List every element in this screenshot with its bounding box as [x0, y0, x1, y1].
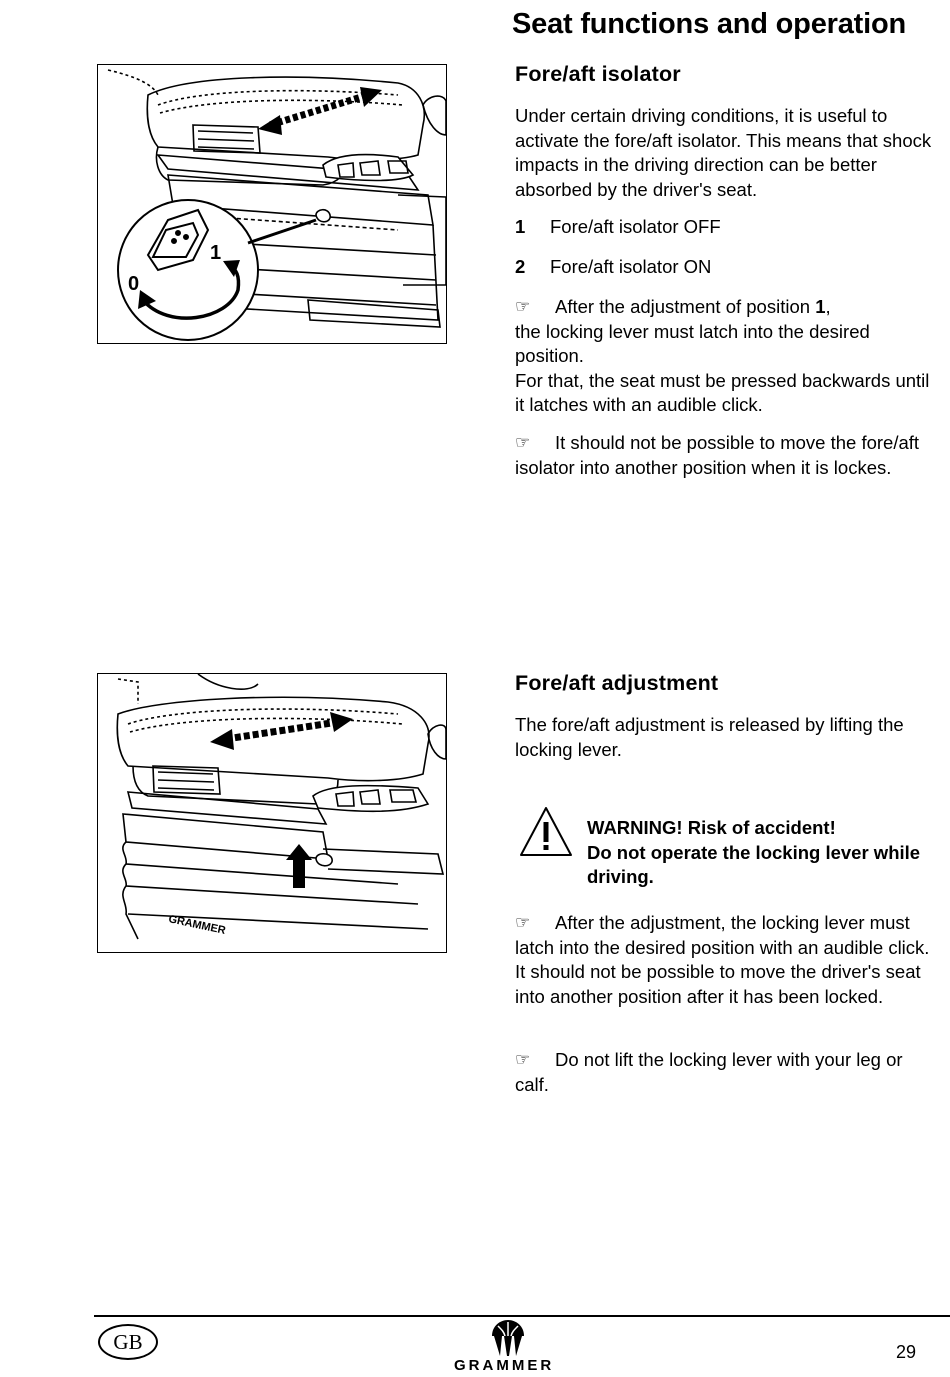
seat-illustration-adjustment: GRAMMER [116, 674, 446, 940]
brand-name: GRAMMER [454, 1357, 555, 1374]
warning-body: Do not operate the locking lever while d… [587, 841, 921, 888]
note-text: It should not be possible to move the fo… [515, 432, 920, 478]
list-item-number: 1 [515, 216, 526, 237]
pointing-hand-icon: ☞ [515, 913, 531, 932]
double-arrow-icon [210, 712, 353, 750]
footer-divider [94, 1315, 950, 1317]
double-arrow-icon [258, 87, 382, 135]
note-prefix: After the adjustment of position [555, 296, 816, 317]
fore-aft-adjustment-figure: GRAMMER [97, 673, 447, 953]
grammer-logo-icon [488, 1318, 528, 1358]
list-item-number: 2 [515, 256, 526, 277]
section-heading-adjustment: Fore/aft adjustment [515, 671, 719, 695]
list-item-text: Fore/aft isolator ON [550, 256, 712, 277]
isolator-intro-paragraph: Under certain driving conditions, it is … [515, 105, 932, 200]
seat-illustration-isolator: 1 0 [107, 69, 446, 341]
note-second-line: For that, the seat must be pressed backw… [515, 369, 930, 416]
adjustment-note-latch: ☞After the adjustment, the locking lever… [515, 911, 935, 1009]
warning-triangle-icon [518, 805, 574, 859]
section-heading-isolator: Fore/aft isolator [515, 62, 681, 86]
country-badge: GB [98, 1324, 158, 1360]
figure-label-0: 0 [128, 273, 139, 295]
up-arrow-icon [286, 844, 312, 888]
list-item: 1 Fore/aft isolator OFF [515, 215, 721, 240]
note-text: Do not lift the locking lever with your … [515, 1049, 903, 1095]
list-item: 2 Fore/aft isolator ON [515, 255, 711, 280]
figure-label-1: 1 [210, 242, 221, 264]
adjustment-note-leg: ☞Do not lift the locking lever with your… [515, 1048, 935, 1097]
note-continuation: the locking lever must latch into the de… [515, 320, 870, 367]
pointing-hand-icon: ☞ [515, 297, 531, 316]
adjustment-intro-paragraph: The fore/aft adjustment is released by l… [515, 714, 904, 760]
note-position-number: 1 [815, 296, 826, 317]
note-comma: , [825, 296, 831, 317]
isolator-note-locked: ☞It should not be possible to move the f… [515, 431, 935, 480]
pointing-hand-icon: ☞ [515, 1050, 531, 1069]
page-title: Seat functions and operation [512, 8, 906, 40]
fore-aft-isolator-figure: 1 0 [97, 64, 447, 344]
warning-title: WARNING! Risk of accident! [587, 817, 836, 838]
isolator-note-latch: ☞ After the adjustment of position 1, the… [515, 295, 935, 418]
list-item-text: Fore/aft isolator OFF [550, 216, 721, 237]
page-number: 29 [896, 1342, 917, 1362]
pointing-hand-icon: ☞ [515, 433, 531, 452]
warning-message: WARNING! Risk of accident! Do not operat… [587, 816, 927, 890]
note-text: After the adjustment, the locking lever … [515, 912, 930, 1007]
